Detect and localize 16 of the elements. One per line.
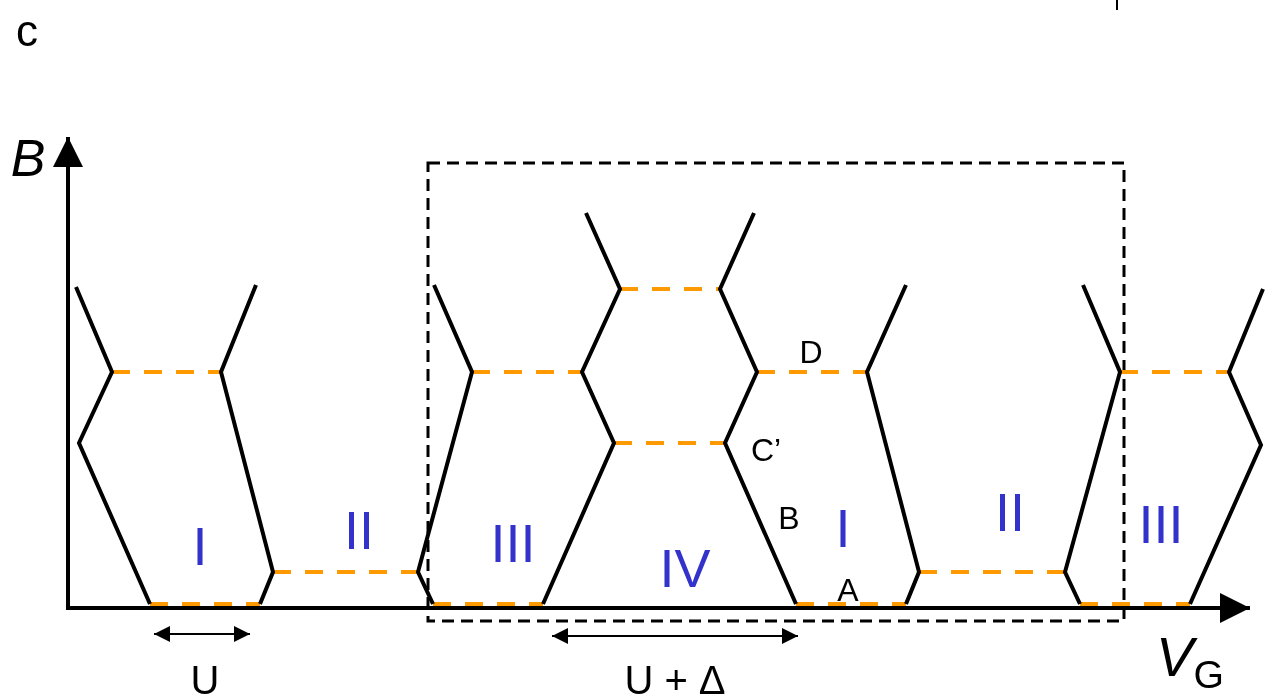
point-label: D [799,336,823,368]
region-label: I [192,519,208,573]
region-label: II [344,503,374,557]
region-label: II [995,485,1025,539]
region-label: IV [659,541,711,595]
point-label: B [778,502,800,534]
panel-letter: c [16,9,38,53]
dimension-label: U + Δ [624,660,726,698]
point-label: C’ [750,434,782,466]
point-label: A [837,574,859,606]
region-label: III [490,516,536,570]
region-label: III [1138,497,1184,551]
region-label: I [835,501,851,555]
dimension-label: U [190,660,220,698]
axis-label: B [10,132,46,184]
axis-label: V$_{G}$ [1156,629,1224,695]
